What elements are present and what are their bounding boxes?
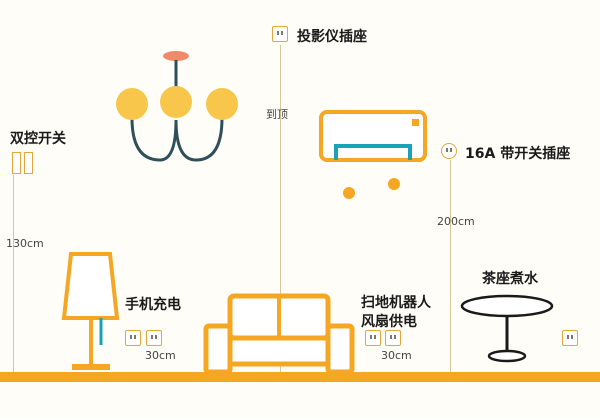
16a-socket-guide-line [450, 160, 451, 372]
chandelier-icon [116, 51, 238, 162]
tea-kettle-label: 茶座煮水 [482, 271, 538, 287]
switch-icon-right [24, 152, 33, 174]
switch-icon-left [12, 152, 21, 174]
robot-fan-socket-icon-2 [385, 330, 401, 346]
robot-fan-socket-icon [365, 330, 381, 346]
height-130-label: 130cm [6, 237, 44, 250]
height-200-label: 200cm [437, 215, 475, 228]
tea-kettle-socket-icon [562, 330, 578, 346]
sofa-icon [203, 293, 355, 375]
dual-switch-label: 双控开关 [10, 131, 66, 147]
16a-socket-icon [441, 143, 457, 159]
to-ceiling-label: 到顶 [266, 108, 288, 121]
projector-socket-label: 投影仪插座 [297, 29, 367, 45]
tea-table-icon [460, 294, 554, 363]
height-30-right-label: 30cm [381, 349, 412, 362]
projector-socket-icon [272, 26, 288, 42]
robot-fan-label-line2: 风扇供电 [361, 314, 417, 330]
projector-guide-line [280, 45, 281, 372]
16a-socket-label: 16A 带开关插座 [465, 146, 571, 162]
floor-lamp-icon [61, 252, 120, 370]
air-conditioner-icon [319, 110, 427, 199]
dual-switch-guide-line [13, 175, 14, 372]
phone-charging-socket-icon [125, 330, 141, 346]
floor-line [0, 372, 600, 382]
phone-charging-socket-icon-2 [146, 330, 162, 346]
robot-fan-label-line1: 扫地机器人 [361, 295, 431, 311]
height-30-left-label: 30cm [145, 349, 176, 362]
phone-charging-label: 手机充电 [125, 297, 181, 313]
